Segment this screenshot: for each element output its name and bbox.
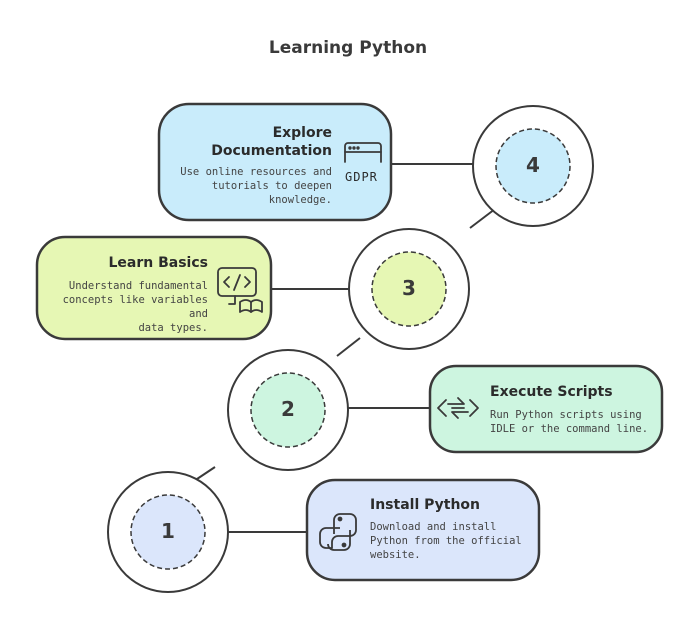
documentation-icon-label: GDPR [345,170,378,184]
card-learn-basics [35,235,273,341]
card-install-python [305,478,541,582]
step-circle-3 [348,228,470,350]
step-number-3: 3 [402,276,416,300]
step-title-install-python: Install Python [370,497,481,513]
documentation-window-icon [344,142,382,163]
card-execute-scripts [428,364,664,454]
step-circle-2 [227,349,349,471]
card-explore-documentation [157,102,393,222]
step-title-execute-scripts: Execute Scripts [490,384,613,400]
step-title-explore-documentation: Explore Documentation [211,125,332,159]
step-title-learn-basics: Learn Basics [108,255,209,271]
step-desc-execute-scripts: Run Python scripts using IDLE or the com… [490,409,649,435]
step-desc-explore-documentation: Use online resources and tutorials to de… [180,166,332,206]
step-number-4: 4 [526,153,540,177]
step-number-2: 2 [281,397,295,421]
code-book-icon [217,267,263,313]
step-circle-1 [107,471,229,593]
step-number-1: 1 [161,519,175,543]
step-circle-4 [472,105,594,227]
connector-2-3 [336,337,361,357]
connector-3-4 [469,208,496,229]
step-desc-learn-basics: Understand fundamental concepts like var… [62,280,208,334]
script-arrows-icon [437,397,479,419]
python-logo-icon [319,513,357,551]
step-desc-install-python: Download and install Python from the off… [370,521,522,561]
diagram-title: Learning Python [268,38,428,58]
